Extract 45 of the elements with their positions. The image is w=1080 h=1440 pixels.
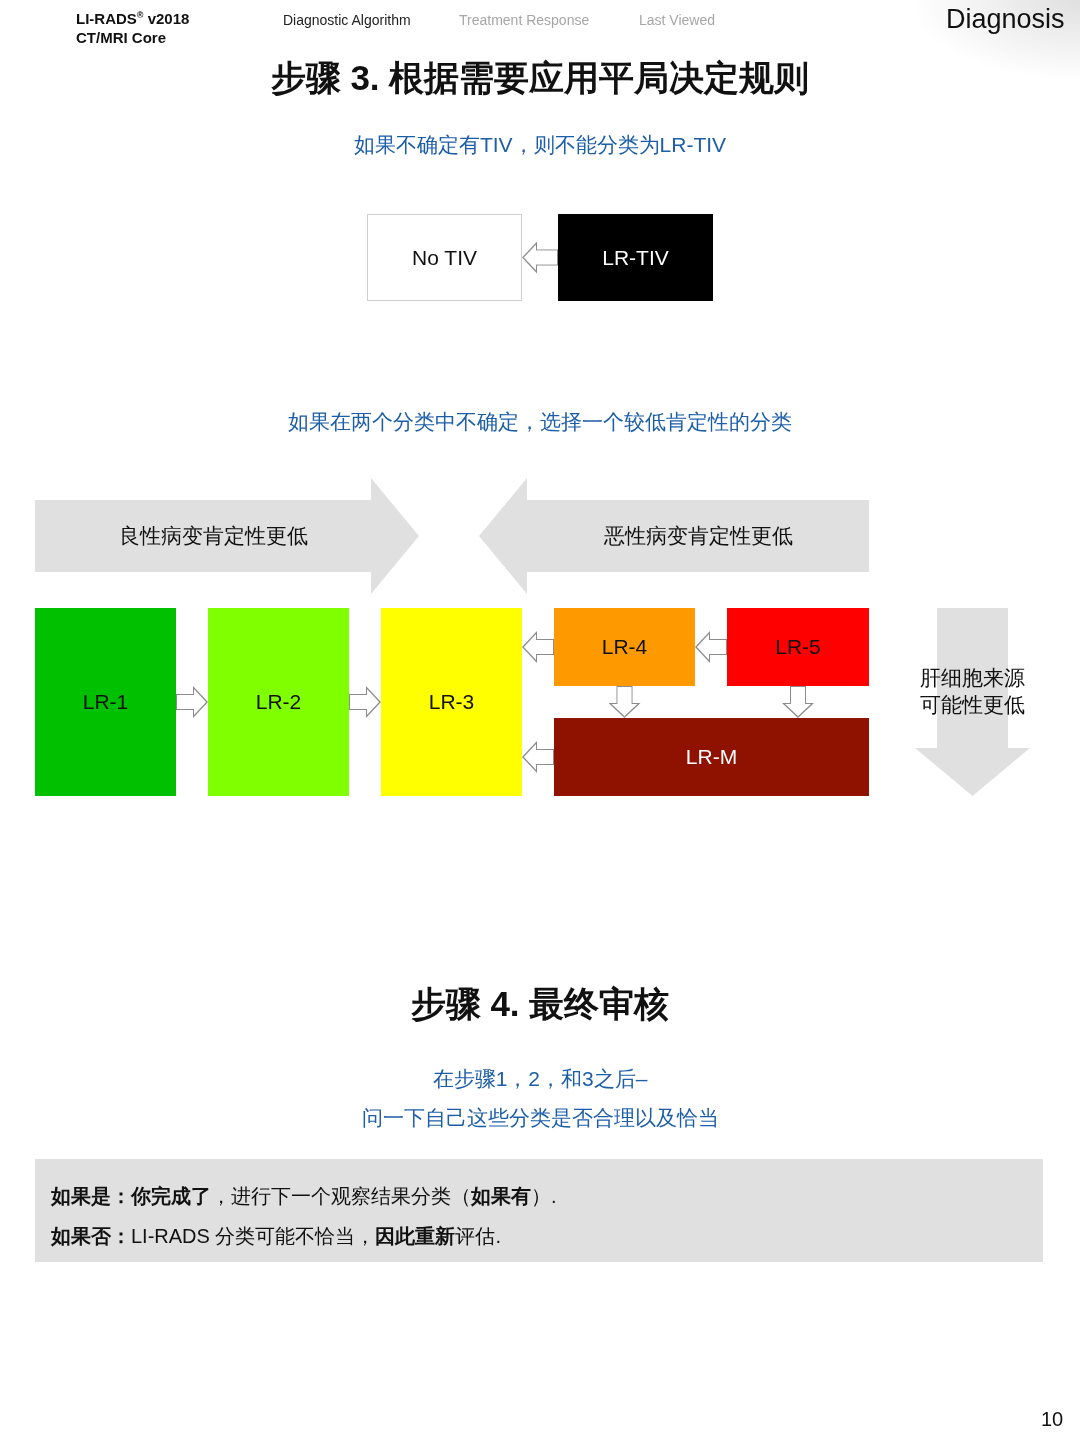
nav-label: Last Viewed [639,12,715,28]
band-label: 肝细胞来源可能性更低 [919,665,1026,718]
category-box [367,214,522,301]
category-box [381,608,522,796]
category-box [554,718,869,796]
band-label: 恶性病变肯定性更低 [603,523,793,549]
arrow-band [35,478,419,594]
block-arrow [522,631,554,663]
category-box [558,214,713,301]
band-label: 良性病变肯定性更低 [118,523,308,549]
category-box [35,608,176,796]
nav-label: Diagnostic Algorithm [283,12,411,28]
category-label: LR-1 [82,689,129,715]
category-label: LR-5 [775,634,821,660]
note-line: 如果否：LI-RADS 分类可能不恰当，因此重新评估. [51,1224,502,1249]
block-arrow [349,686,381,718]
category-box [208,608,349,796]
block-arrow [608,686,641,718]
category-label: LR-2 [255,689,302,715]
block-arrow [176,686,208,718]
category-label: LR-TIV [602,244,669,271]
nav-label: Treatment Response [459,12,590,28]
block-arrow [782,686,814,718]
block-arrow [695,631,727,663]
section-title: Diagnosis [946,4,1065,35]
instruction-text: 在步骤1，2，和3之后– [432,1066,648,1092]
page-number: 10 [1041,1408,1064,1431]
instruction-text: 如果不确定有TIV，则不能分类为LR-TIV [353,132,727,158]
instruction-text: 问一下自己这些分类是否合理以及恰当 [361,1105,719,1131]
header-title: LI-RADS$^{®}$ v2018 CT/MRI Core [76,9,191,47]
instruction-text: 如果在两个分类中不确定，选择一个较低肯定性的分类 [288,409,792,435]
category-label: LR-M [685,744,738,770]
step-heading: 步骤 4. 最终审核 [410,983,670,1025]
category-box [554,608,695,686]
category-box [727,608,869,686]
arrow-band [479,478,869,594]
category-label: LR-4 [601,634,648,660]
category-label: No TIV [412,244,477,271]
page-title: 步骤 3. 根据需要应用平局决定规则 [270,57,810,99]
block-arrow [522,241,558,274]
note-line: 如果是：你完成了，进行下一个观察结果分类（如果有）. [51,1184,557,1209]
down-arrow-band [915,608,1030,796]
note-panel [35,1159,1043,1262]
category-label: LR-3 [428,689,475,715]
block-arrow [522,741,554,773]
